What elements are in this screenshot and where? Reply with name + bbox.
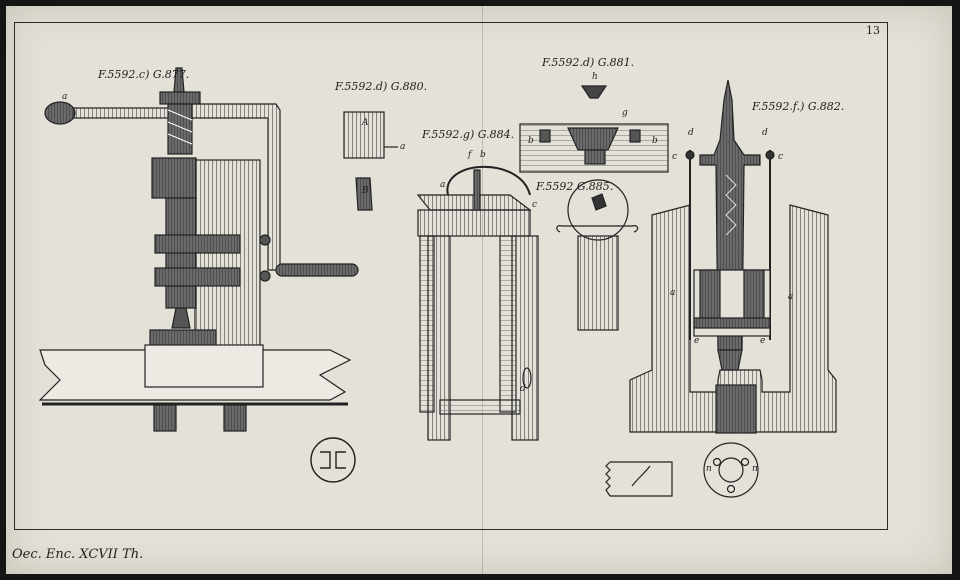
plate-footer: Oec. Enc. XCVII Th. <box>12 547 144 562</box>
key-e-left: e <box>694 336 700 346</box>
key-a-handle: a <box>62 92 68 102</box>
key-a-right: a <box>788 292 794 302</box>
key-e-right: e <box>760 336 766 346</box>
key-B-block: B <box>362 186 369 196</box>
figure-label-884: F.5592.g) G.884. <box>422 128 515 141</box>
key-b-stool: b <box>480 150 486 160</box>
key-c-left: c <box>672 152 678 162</box>
figure-882-section <box>629 79 837 498</box>
key-d-stool: d <box>520 384 526 394</box>
key-d-left: d <box>688 128 694 138</box>
key-c-right: c <box>778 152 784 162</box>
figure-label-877: F.5592.c) G.877. <box>98 68 190 81</box>
plate-border <box>14 22 888 530</box>
key-d-right: d <box>762 128 768 138</box>
key-h-board: h <box>592 72 598 82</box>
figure-877-press <box>38 67 359 432</box>
key-a-stool: a <box>440 180 446 190</box>
saw-key-sketch <box>605 461 673 497</box>
page-fold <box>482 6 483 574</box>
key-n-right: n <box>752 464 758 474</box>
key-a-left: a <box>670 288 676 298</box>
key-c-stool: c <box>532 200 538 210</box>
figure-label-880: F.5592.d) G.880. <box>335 80 428 93</box>
key-b-board-right: b <box>652 136 658 146</box>
figure-880-block <box>343 111 398 211</box>
figure-label-882: F.5592.f.) G.882. <box>752 100 845 113</box>
key-f-stool: f <box>468 150 472 160</box>
key-b-board-left: b <box>528 136 534 146</box>
key-g-board: g <box>622 108 628 118</box>
figure-label-885: F.5592 G.885. <box>536 180 614 193</box>
figure-885-disc <box>556 179 639 331</box>
key-a-block: a <box>400 142 406 152</box>
figure-label-881: F.5592.d) G.881. <box>542 56 635 69</box>
plate-number: 13 <box>866 24 880 37</box>
socket-symbol <box>310 437 356 483</box>
figure-884-stool <box>416 165 539 441</box>
key-A-block: A <box>362 118 369 128</box>
figure-881-board <box>519 85 669 173</box>
key-n-left: n <box>706 464 712 474</box>
